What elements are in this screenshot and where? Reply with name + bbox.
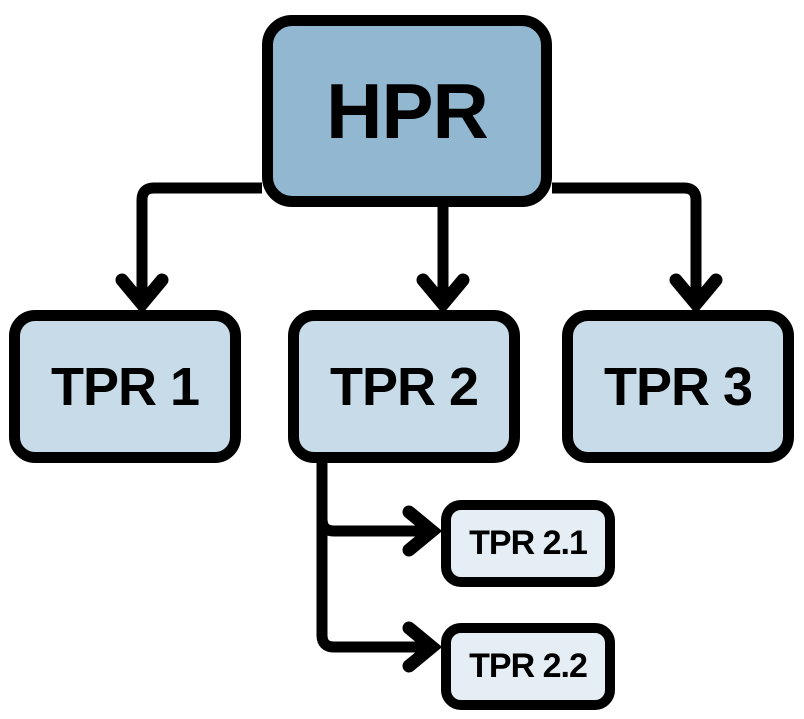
edge-hpr-tpr3	[552, 182, 723, 315]
node-tpr22-label: TPR 2.2	[469, 647, 588, 685]
edge-hpr-tpr1	[115, 182, 262, 315]
node-tpr21: TPR 2.1	[441, 500, 615, 587]
node-tpr2: TPR 2	[288, 310, 520, 463]
node-tpr1-label: TPR 1	[50, 356, 200, 417]
node-tpr1: TPR 1	[9, 310, 241, 463]
node-hpr: HPR	[262, 15, 552, 207]
node-tpr3: TPR 3	[562, 310, 794, 463]
arrowhead-right-icon	[402, 505, 443, 557]
edge-hpr-tpr2	[416, 206, 470, 315]
edge-tpr2-tpr21	[316, 460, 443, 557]
node-hpr-label: HPR	[326, 66, 489, 155]
node-tpr3-label: TPR 3	[603, 356, 753, 417]
edge-tpr2-tpr22	[316, 460, 443, 673]
arrowhead-down-icon	[416, 273, 470, 315]
arrowhead-down-icon	[669, 273, 723, 315]
node-tpr21-label: TPR 2.1	[469, 524, 588, 562]
arrowhead-down-icon	[115, 273, 169, 315]
arrowhead-right-icon	[402, 621, 443, 673]
node-tpr22: TPR 2.2	[441, 623, 615, 710]
node-tpr2-label: TPR 2	[329, 356, 479, 417]
